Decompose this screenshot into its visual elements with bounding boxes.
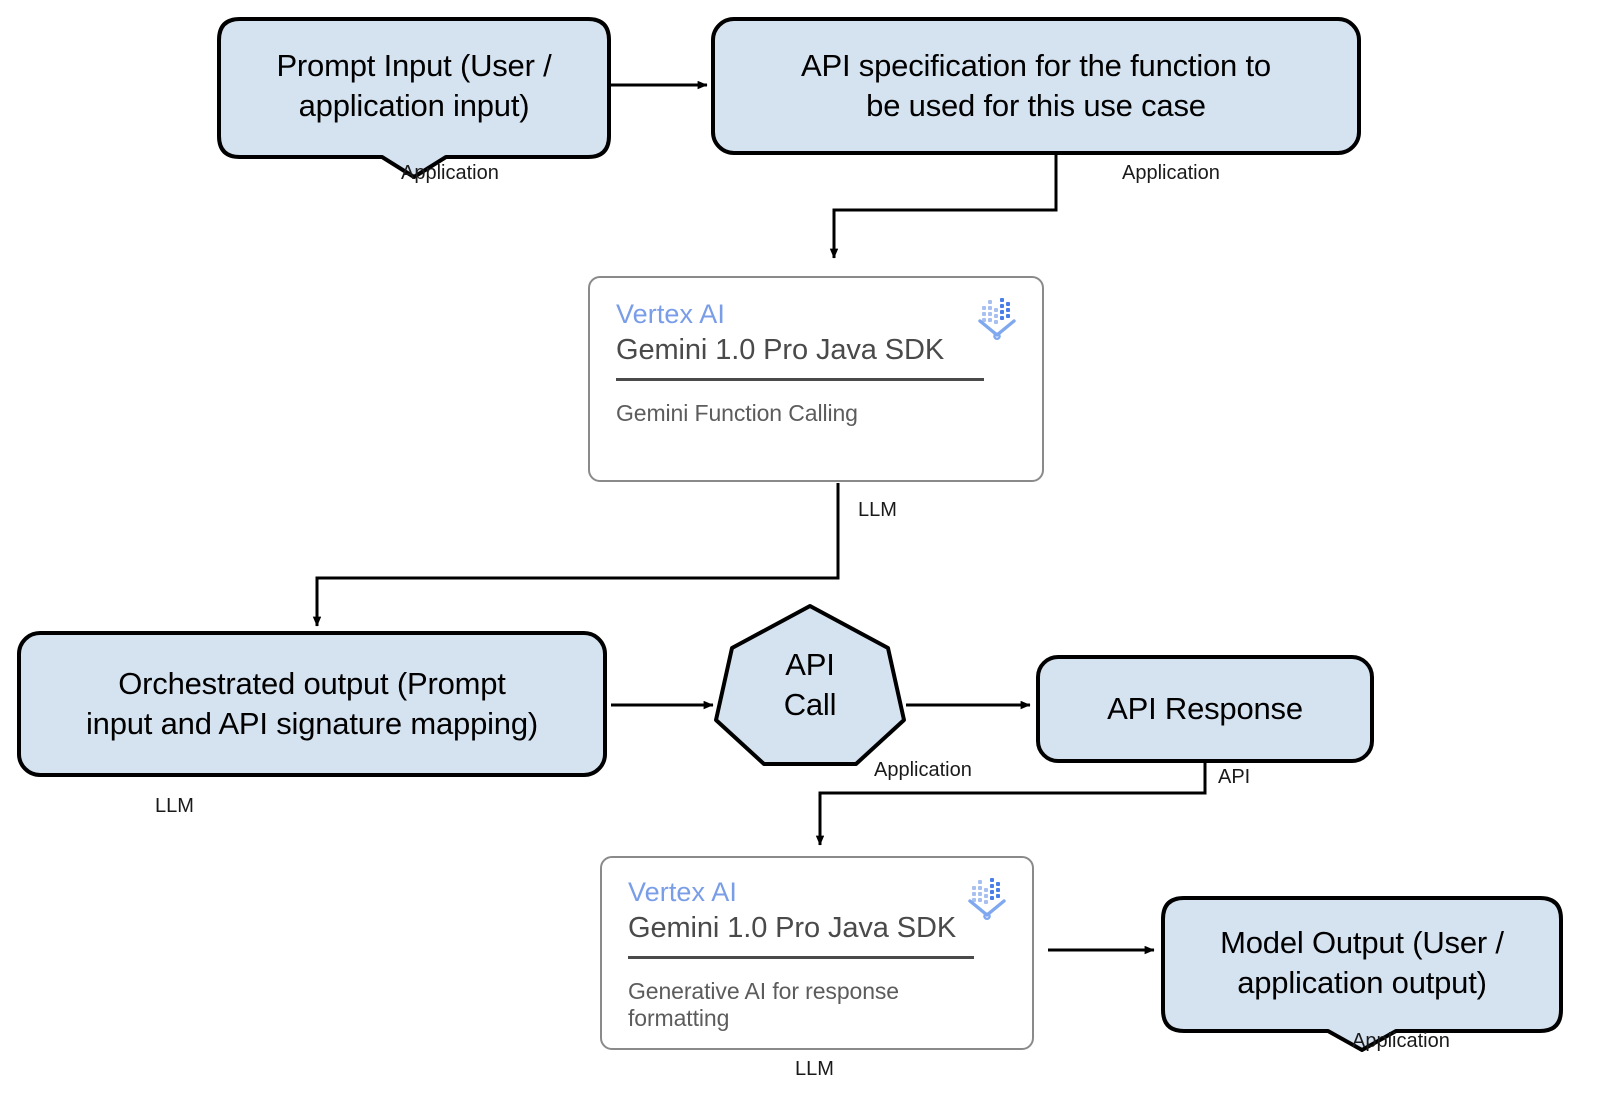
vertex-ai-model-bottom: Gemini 1.0 Pro Java SDK xyxy=(628,912,957,945)
vertex-ai-brand-top: Vertex AI xyxy=(616,299,725,329)
node-api-response[interactable] xyxy=(1035,654,1375,764)
node-vertex-ai-card-top[interactable]: Vertex AI Gemini 1.0 Pro Java SDK Gemini… xyxy=(588,276,1044,482)
vertex-ai-divider-bottom xyxy=(628,955,974,959)
tag-api-call: Application xyxy=(874,759,972,781)
node-model-output[interactable] xyxy=(1160,895,1564,1052)
vertex-ai-brand-bottom: Vertex AI xyxy=(628,877,737,907)
node-orchestrated-output[interactable] xyxy=(16,630,608,778)
tag-api-spec: Application xyxy=(1122,162,1220,184)
tag-vertex-bottom: LLM xyxy=(795,1058,834,1080)
node-prompt-input[interactable] xyxy=(216,16,612,179)
node-vertex-ai-card-bottom[interactable]: Vertex AI Gemini 1.0 Pro Java SDK Genera… xyxy=(600,856,1034,1050)
edge-api-spec-to-vertex-top xyxy=(829,154,1058,259)
node-api-spec[interactable] xyxy=(710,16,1362,156)
vertex-ai-divider-top xyxy=(616,377,984,381)
vertex-ai-subtitle-top: Gemini Function Calling xyxy=(616,399,858,426)
vertex-ai-model-top: Gemini 1.0 Pro Java SDK xyxy=(616,334,945,367)
vertex-ai-logo-icon xyxy=(974,294,1020,340)
vertex-ai-subtitle-bottom: Generative AI for response formatting xyxy=(628,977,899,1032)
tag-vertex-top: LLM xyxy=(858,499,897,521)
tag-prompt-input: Application xyxy=(401,162,499,184)
vertex-ai-logo-icon xyxy=(964,874,1010,920)
node-api-call[interactable] xyxy=(710,602,910,768)
tag-api-response: API xyxy=(1218,766,1251,788)
tag-model-output: Application xyxy=(1352,1030,1450,1052)
tag-orchestrated-output: LLM xyxy=(155,795,194,817)
